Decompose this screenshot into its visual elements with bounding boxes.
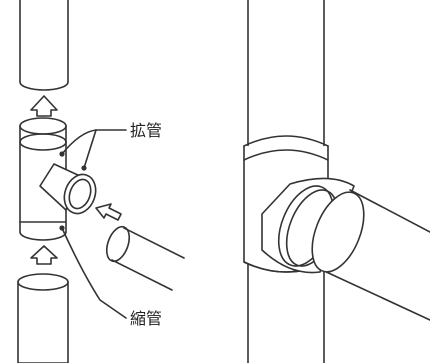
label-expand: 拡管 (130, 121, 162, 140)
leader-lines (61, 129, 127, 319)
right-assembled-view (243, 0, 430, 363)
assembled-branch-pipe (311, 189, 430, 321)
left-exploded-view (17, 0, 185, 363)
branch-pipe (105, 225, 185, 291)
leader-dots (59, 151, 87, 231)
arrow-left-icon (95, 203, 122, 221)
label-reduce: 縮管 (130, 309, 162, 328)
lower-pipe (17, 273, 69, 363)
up-arrow-top-icon (30, 95, 58, 117)
up-arrow-bottom-icon (30, 245, 58, 265)
tee-fitting (19, 117, 97, 241)
upper-pipe (19, 0, 69, 91)
